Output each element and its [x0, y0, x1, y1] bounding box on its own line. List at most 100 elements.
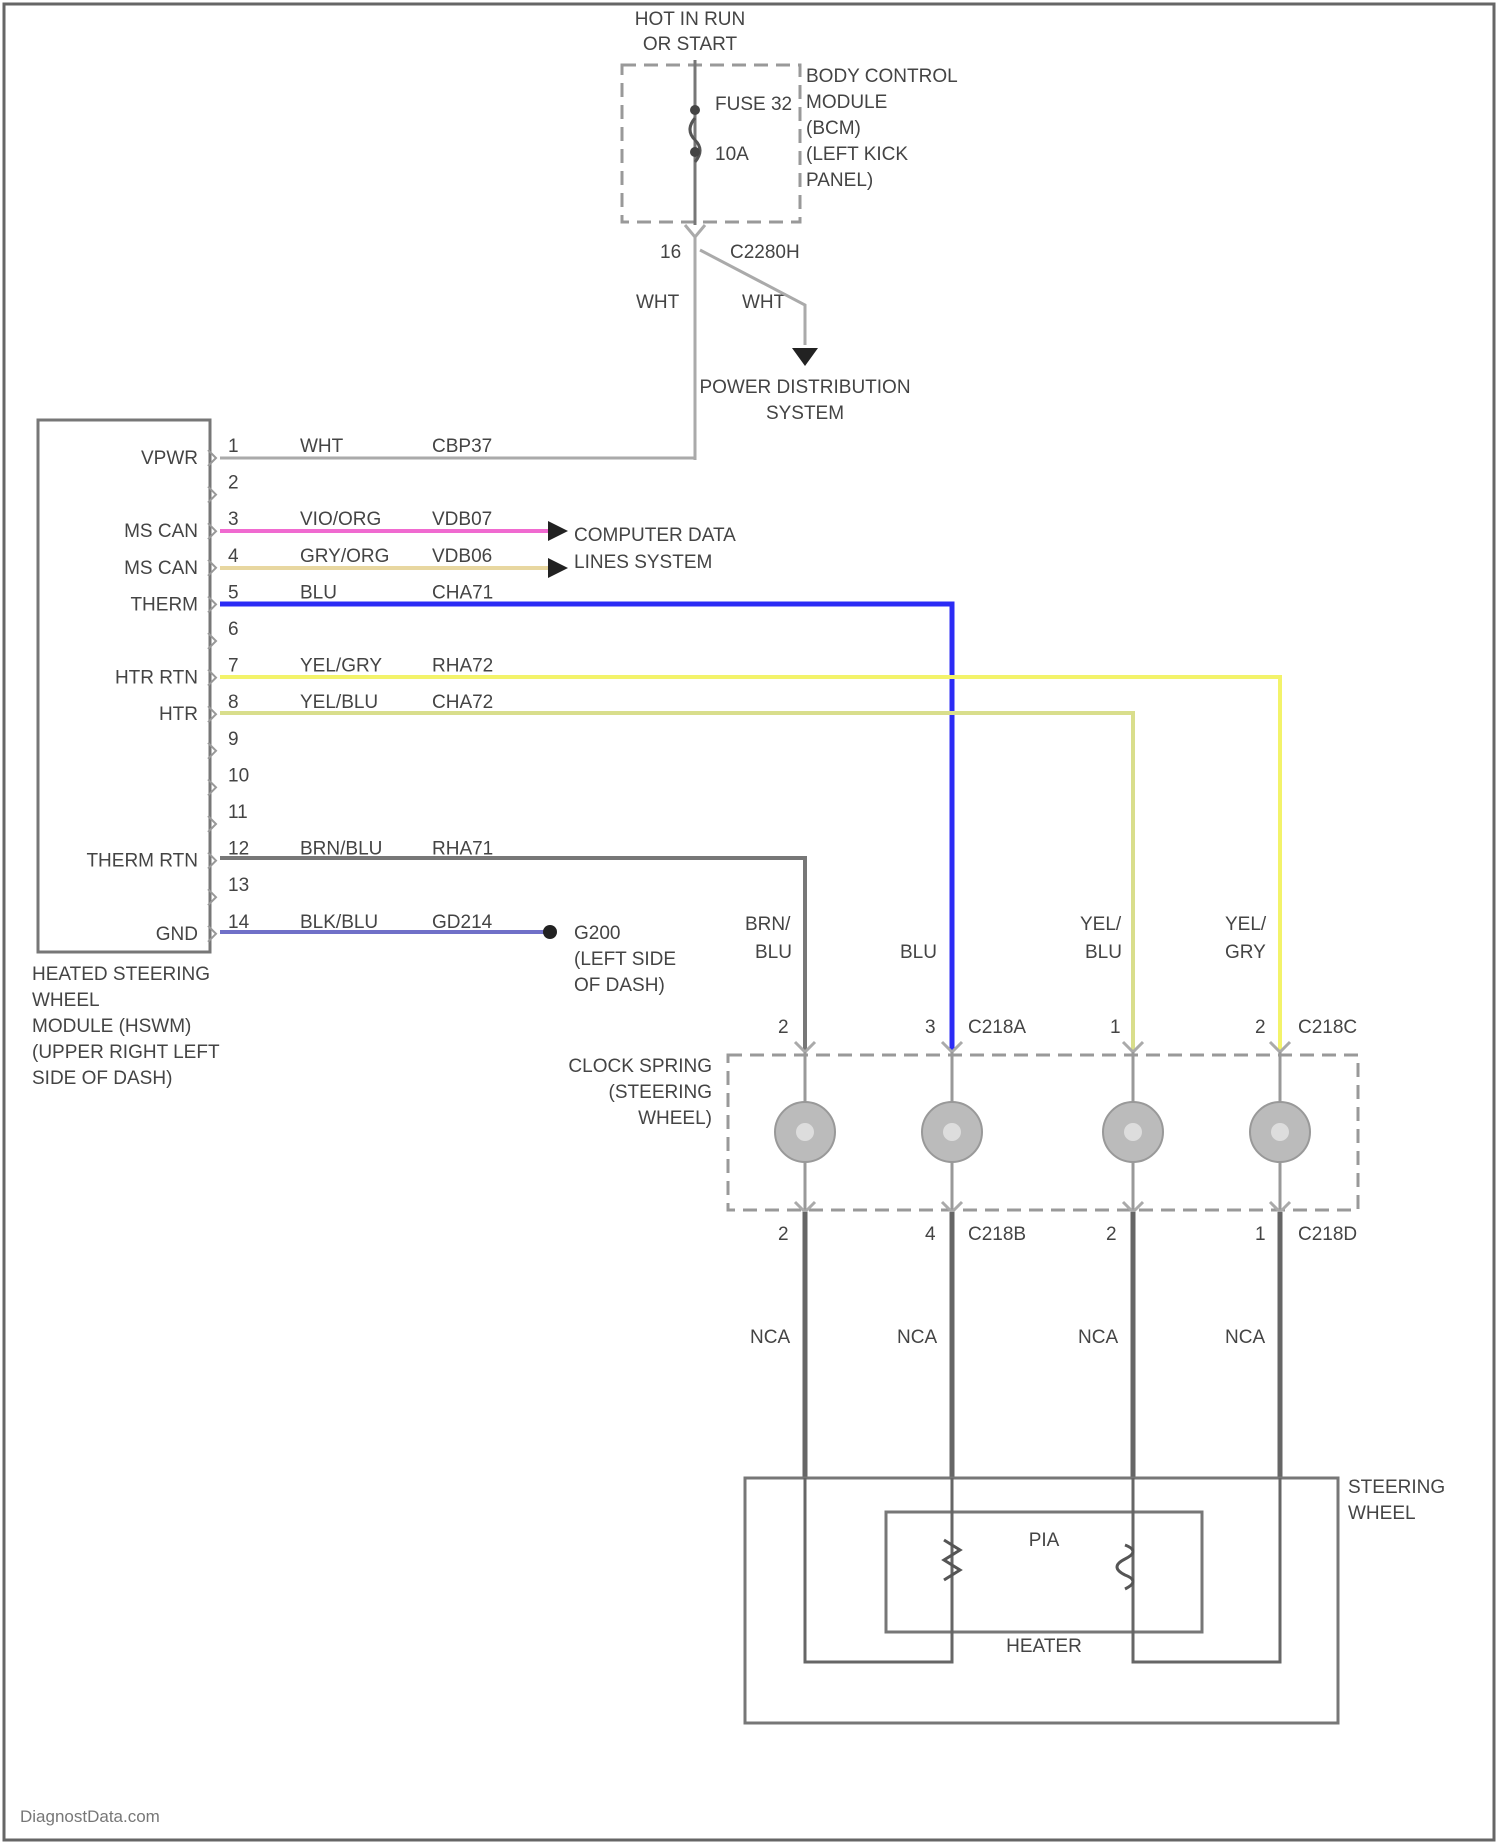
module-pin-circuit: RHA72 — [432, 656, 493, 677]
module-name-1: HEATED STEERING — [32, 964, 210, 985]
heater-element-icon — [1117, 1545, 1133, 1589]
power-distribution-label-1: POWER DISTRIBUTION — [699, 377, 910, 398]
bcm-label-5: PANEL) — [806, 170, 873, 191]
module-pin-label: MS CAN — [124, 521, 198, 542]
module-pin-number: 3 — [228, 509, 239, 530]
clockspring-bottom-pin-1: 2 — [778, 1224, 789, 1245]
clockspring-label-1: CLOCK SPRING — [568, 1056, 712, 1077]
module-pin-number: 10 — [228, 765, 249, 786]
module-pin-number: 8 — [228, 692, 239, 713]
module-pin-wire-color: GRY/ORG — [300, 546, 389, 567]
module-name-5: SIDE OF DASH) — [32, 1068, 172, 1089]
fuse-rating: 10A — [715, 144, 749, 165]
module-name-2: WHEEL — [32, 990, 100, 1011]
data-lines-arrow-icon-2 — [548, 558, 568, 578]
module-pin-number: 7 — [228, 656, 239, 677]
module-pin-number: 4 — [228, 546, 239, 567]
module-pin-number: 11 — [228, 802, 248, 823]
module-pin-label: HTR — [159, 704, 198, 725]
wire-color-wht-left: WHT — [636, 292, 680, 313]
bcm-dashed-box — [622, 65, 800, 222]
module-pin-circuit: CHA71 — [432, 582, 493, 603]
clockspring-wire-color-2: BLU — [900, 942, 937, 963]
connector-c2280h: C2280H — [730, 242, 800, 263]
bcm-label-3: (BCM) — [806, 118, 861, 139]
steering-wheel: STEERING WHEEL PIA HEATER — [745, 1477, 1445, 1723]
module-pin-number: 2 — [228, 473, 239, 494]
clockspring-bottom-pin-2: 4 — [925, 1224, 936, 1245]
ground-label-2: (LEFT SIDE — [574, 949, 676, 970]
wire-pin8-yel-blu — [220, 713, 1133, 1050]
module-pin-circuit: CHA72 — [432, 692, 493, 713]
clockspring-top-pin-1: 2 — [778, 1017, 789, 1038]
clock-spring: CLOCK SPRING (STEERING WHEEL) BRN/ BLU B… — [568, 914, 1358, 1478]
fuse-name: FUSE 32 — [715, 94, 792, 115]
data-lines-label-2: LINES SYSTEM — [574, 552, 712, 573]
clockspring-wire-color-1b: BLU — [755, 942, 792, 963]
module-pin-number: 6 — [228, 619, 239, 640]
module-pin-wire-color: BLU — [300, 582, 337, 603]
fuse-terminal-top — [690, 105, 700, 115]
module-pin-label: THERM — [130, 594, 198, 615]
module-name-4: (UPPER RIGHT LEFT — [32, 1042, 220, 1063]
connector-pin-16: 16 — [660, 242, 681, 263]
clockspring-wire-color-4a: YEL/ — [1225, 914, 1267, 935]
connector-c218c: C218C — [1298, 1017, 1357, 1038]
bcm-label-4: (LEFT KICK — [806, 144, 908, 165]
module-pin-wire-color: VIO/ORG — [300, 509, 381, 530]
wire-pin12-brn-blu — [220, 858, 805, 1050]
wire-color-wht-right: WHT — [742, 292, 786, 313]
fuse-terminal-bottom — [690, 147, 700, 157]
nca-label-4: NCA — [1225, 1327, 1265, 1348]
module-pin-circuit: VDB06 — [432, 546, 492, 567]
module-pin-label: HTR RTN — [115, 668, 198, 689]
clockspring-wire-color-1a: BRN/ — [745, 914, 791, 935]
module-pins: 1VPWR WHT CBP37 2 3 MS CAN VIO/ORG VDB07 4 MS CAN… — [86, 436, 493, 945]
bcm-label-1: BODY CONTROL — [806, 66, 958, 87]
module-pin-circuit: CBP37 — [432, 436, 492, 457]
module-pin-wire-color: WHT — [300, 436, 344, 457]
clockspring-top-pin-2: 3 — [925, 1017, 936, 1038]
module-pin-number: 9 — [228, 729, 239, 750]
ground-label-1: G200 — [574, 923, 620, 944]
connector-c218d: C218D — [1298, 1224, 1357, 1245]
module-pin-number: 14 — [228, 912, 250, 933]
bcm-fuse-block: HOT IN RUN OR START FUSE 32 10A BODY CON… — [622, 9, 958, 460]
data-lines-label-1: COMPUTER DATA — [574, 525, 736, 546]
clockspring-wire-color-3a: YEL/ — [1080, 914, 1122, 935]
ground-g200-icon — [543, 925, 557, 939]
nca-label-2: NCA — [897, 1327, 937, 1348]
module-pin-wire-color: BLK/BLU — [300, 912, 378, 933]
connector-c218a: C218A — [968, 1017, 1026, 1038]
bcm-label-2: MODULE — [806, 92, 887, 113]
module-pin-number: 13 — [228, 875, 249, 896]
module-pin-wire-color: YEL/GRY — [300, 656, 382, 677]
hot-in-run-label-2: OR START — [643, 34, 738, 55]
module-name-3: MODULE (HSWM) — [32, 1016, 191, 1037]
module-pin-circuit: GD214 — [432, 912, 493, 933]
clockspring-top-pin-4: 2 — [1255, 1017, 1266, 1038]
module-pin-label: MS CAN — [124, 558, 198, 579]
clockspring-bottom-pin-4: 1 — [1255, 1224, 1266, 1245]
heater-label: HEATER — [1006, 1636, 1082, 1657]
clockspring-label-2: (STEERING — [609, 1082, 712, 1103]
steering-wheel-box — [745, 1478, 1338, 1723]
module-pin-label: VPWR — [141, 448, 198, 469]
connector-c2280h-pin-icon — [685, 225, 705, 237]
wire-pin7-yel-gry — [220, 677, 1280, 1050]
power-distribution-arrow-icon — [792, 348, 818, 366]
data-lines-arrow-icon-1 — [548, 521, 568, 541]
nca-label-3: NCA — [1078, 1327, 1118, 1348]
module-pin-circuit: VDB07 — [432, 509, 492, 530]
clockspring-label-3: WHEEL) — [638, 1108, 712, 1129]
module-pin-number: 1 — [228, 436, 239, 457]
clockspring-top-pin-3: 1 — [1110, 1017, 1121, 1038]
clockspring-bottom-pin-3: 2 — [1106, 1224, 1117, 1245]
nca-label-1: NCA — [750, 1327, 790, 1348]
clockspring-wire-color-3b: BLU — [1085, 942, 1122, 963]
pia-label: PIA — [1029, 1530, 1060, 1551]
clockspring-wire-color-4b: GRY — [1225, 942, 1266, 963]
thermistor-loop — [805, 1478, 952, 1662]
steering-wheel-label-1: STEERING — [1348, 1477, 1445, 1498]
